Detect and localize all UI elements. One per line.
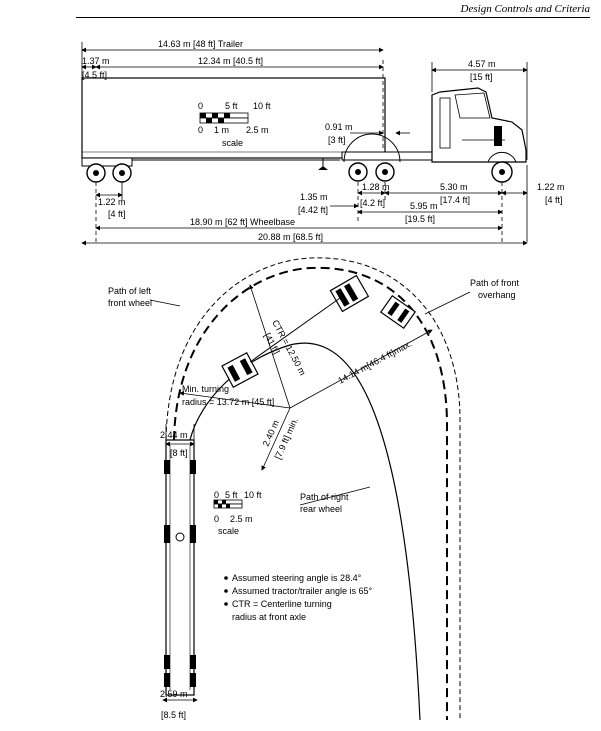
dim-cab-length-m: 4.57 m <box>468 59 496 69</box>
dim-overall-trailer: 14.63 m [48 ft] Trailer <box>158 39 243 49</box>
label-min-turn-2: radius = 13.72 m [45 ft] <box>182 397 274 407</box>
label-front-overhang-2: overhang <box>478 290 516 300</box>
truck-side-view <box>81 77 527 183</box>
scale-bar-bottom <box>213 499 243 509</box>
scale-bar-top <box>199 112 249 124</box>
label-width-top-ft: [8 ft] <box>170 448 188 458</box>
scale-top-m1: 1 m <box>214 125 229 135</box>
dim-tractor-total-ft: [19.5 ft] <box>405 214 435 224</box>
dim-trailer-axle-m: 1.22 m <box>98 197 126 207</box>
label-left-wheel-1: Path of left <box>108 286 152 296</box>
scale-top-ft0: 0 <box>198 101 203 111</box>
scale-top-m25: 2.5 m <box>246 125 269 135</box>
dim-front-overhang-m: 1.22 m <box>537 182 565 192</box>
dim-trailer-axle-ft: [4 ft] <box>108 209 126 219</box>
label-front-overhang-1: Path of front <box>470 278 520 288</box>
tractor-cab <box>431 87 527 163</box>
dim-trailer-wheelbase: 12.34 m [40.5 ft] <box>198 56 263 66</box>
label-left-wheel-2: front wheel <box>108 298 152 308</box>
scale-bot-m0: 0 <box>214 514 219 524</box>
dim-kingpin-offset-ft: [4.42 ft] <box>298 205 328 215</box>
front-overhang-path <box>165 257 461 720</box>
turning-path-plan <box>164 257 461 721</box>
notes-bullets <box>224 576 228 606</box>
right-rear-wheel-path <box>189 342 421 721</box>
radius-lines <box>149 284 471 703</box>
label-width-bot-ft: [8.5 ft] <box>161 710 186 720</box>
scale-bot-m25: 2.5 m <box>230 514 253 524</box>
label-width-bot-m: 2.59 m <box>160 689 188 699</box>
dim-kingpin-offset-m: 1.35 m <box>300 192 328 202</box>
note-ctr-1: CTR = Centerline turning <box>232 599 332 609</box>
page-header-title: Design Controls and Criteria <box>460 3 590 15</box>
scale-top-ft10: 10 ft <box>253 101 271 111</box>
dim-cab-length-ft: [15 ft] <box>470 72 493 82</box>
label-right-rear-2: rear wheel <box>300 504 342 514</box>
scale-bot-ft5: 5 ft <box>225 490 238 500</box>
dim-tractor-wheelbase-ft: [17.4 ft] <box>440 195 470 205</box>
dim-rear-overhang-m: 1.37 m <box>82 56 110 66</box>
scale-bot-ft0: 0 <box>214 490 219 500</box>
scale-bot-label: scale <box>218 526 239 536</box>
dim-kingpin-ft: [3 ft] <box>328 135 346 145</box>
dim-tractor-wheelbase-m: 5.30 m <box>440 182 468 192</box>
label-min-turn-1: Min. turning <box>182 384 229 394</box>
left-front-wheel-path <box>173 266 448 720</box>
trailer-straight <box>165 439 195 696</box>
scale-top-m0: 0 <box>198 125 203 135</box>
dim-tandem-ft: [4.2 ft] <box>360 198 385 208</box>
label-radius-max: 14.14 m[46.4 ft]max. <box>336 338 413 385</box>
scale-bot-ft10: 10 ft <box>244 490 262 500</box>
label-width-top-m: 2.44 m <box>160 430 188 440</box>
dim-front-overhang-ft: [4 ft] <box>545 195 563 205</box>
note-ctr-2: radius at front axle <box>232 612 306 622</box>
dim-overall-length: 20.88 m [68.5 ft] <box>258 232 323 242</box>
dim-tandem-m: 1.28 m <box>362 182 390 192</box>
dim-tractor-total-m: 5.95 m <box>410 201 438 211</box>
note-tractor-trailer-angle: Assumed tractor/trailer angle is 65° <box>232 586 373 596</box>
dim-rear-overhang-ft: [4.5 ft] <box>82 70 107 80</box>
header-rule <box>76 17 590 18</box>
dim-kingpin-m: 0.91 m <box>325 122 353 132</box>
scale-top-label: scale <box>222 138 243 148</box>
note-steering-angle: Assumed steering angle is 28.4° <box>232 573 362 583</box>
dim-wheelbase: 18.90 m [62 ft] Wheelbase <box>190 217 295 227</box>
scale-top-ft5: 5 ft <box>225 101 238 111</box>
label-right-rear-1: Path of right <box>300 492 349 502</box>
